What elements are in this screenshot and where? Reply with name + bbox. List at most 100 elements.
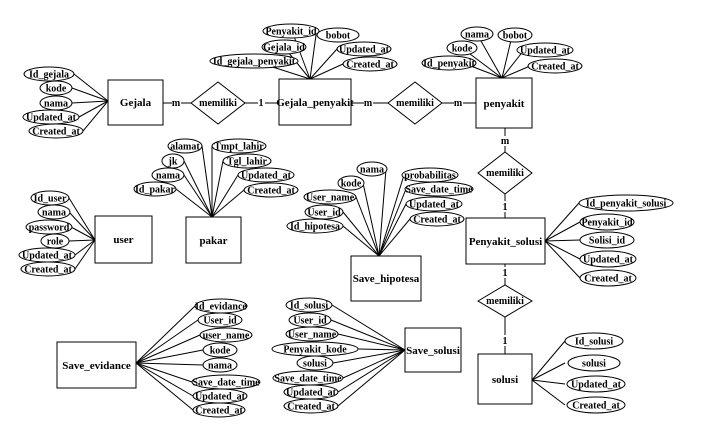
attribute-oval[interactable]: bobot [316,27,360,43]
attribute-oval[interactable]: solusi [296,355,334,371]
attribute-oval[interactable]: Tgl_lahir [222,153,272,169]
entity-save-hipotesa[interactable]: Save_hipotesa [350,255,422,302]
attribute-oval[interactable]: nama [356,161,388,177]
attribute-oval[interactable]: Updated_at [283,384,339,400]
attribute-oval[interactable]: Created_at [566,396,626,414]
attribute-label: Updated_at [195,392,246,403]
attribute-oval[interactable]: Created_at [243,182,299,198]
attribute-label: Id_gejala [29,70,69,81]
attribute-oval[interactable]: bobot [497,27,533,43]
attribute-label: user_name [203,331,250,342]
attribute-oval[interactable]: nama [39,95,73,111]
attribute-oval[interactable]: Created_at [409,211,465,227]
attribute-oval[interactable]: kode [446,40,478,56]
entity-penyakit-solusi[interactable]: Penyakit_solusi [465,217,546,265]
attribute-oval[interactable]: alamat [167,138,203,154]
attribute-oval[interactable]: Created_at [283,398,339,414]
attribute-oval[interactable]: Penyakit_id [579,213,635,231]
attribute-oval[interactable]: Id_penyakit [421,55,477,71]
attribute-oval[interactable]: Updated_at [579,250,637,268]
attribute-oval[interactable]: Save_date_time [404,181,474,197]
attribute-label: Penyakit_id [581,218,633,229]
attribute-oval[interactable]: Penyakit_id [262,23,320,39]
attribute-oval[interactable]: nama [460,26,494,42]
attribute-oval[interactable]: User_name [285,326,339,342]
attribute-label: Created_at [24,265,72,276]
attribute-oval[interactable]: Id_evidance [194,298,248,314]
relationship-penyakit-solusi-solusi[interactable]: memiliki [477,284,533,318]
attribute-oval[interactable]: nama [37,204,71,220]
relationship-label: memiliki [486,296,524,307]
attribute-oval[interactable]: solusi [567,354,621,372]
attribute-oval[interactable]: Created_at [527,58,583,74]
relationship-gejala-gejala-penyakit[interactable]: memiliki [190,81,246,125]
entity-gejala[interactable]: Gejala [107,79,164,126]
attribute-oval[interactable]: Save_date_time [191,374,261,390]
attribute-oval[interactable]: role [40,233,70,249]
attribute-oval[interactable]: Id_solusi [564,332,624,350]
attribute-label: Created_at [531,62,579,73]
attribute-oval[interactable]: Save_date_time [272,370,344,386]
attribute-oval[interactable]: Created_at [342,56,398,72]
attribute-oval[interactable]: Created_at [192,402,246,418]
attribute-oval[interactable]: User_id [197,312,243,328]
attribute-oval[interactable]: nama [151,167,185,183]
attribute-oval[interactable]: User_name [303,189,357,205]
attribute-oval[interactable]: Id_solusi [285,297,333,313]
relationship-label: memiliki [199,98,237,109]
attribute-oval[interactable]: Updated_at [22,109,80,125]
attribute-oval[interactable]: Id_hipotesa [286,218,344,234]
attribute-label: Id_penyakit [423,59,475,70]
attribute-oval[interactable]: kode [337,175,365,191]
attribute-oval[interactable]: Id_penyakit_solusi [578,194,674,212]
attributes-save-solusi: Id_solusi User_id User_name Penyakit_kod… [271,297,359,414]
attribute-oval[interactable]: User_id [288,312,332,328]
attribute-oval[interactable]: Updated_at [18,247,76,263]
attribute-oval[interactable]: probabilitas [401,167,459,183]
entity-solusi[interactable]: solusi [477,353,533,405]
entity-save-evidance[interactable]: Save_evidance [56,341,137,389]
attribute-oval[interactable]: User_id [304,204,344,220]
entity-save-hipotesa-label: Save_hipotesa [353,273,420,285]
attribute-oval[interactable]: Created_at [20,261,76,277]
relationship-penyakit-penyakit-solusi[interactable]: memiliki [477,151,533,195]
entity-save-solusi[interactable]: Save_solusi [404,327,462,373]
attribute-oval[interactable]: Penyakit_kode [271,341,359,357]
attribute-oval[interactable]: Created_at [579,269,637,287]
relationship-gejala-penyakit-penyakit[interactable]: memiliki [387,81,443,125]
attribute-oval[interactable]: password [25,219,73,235]
attribute-oval[interactable]: jk [161,153,185,169]
attribute-label: kode [46,84,67,95]
attribute-label: nama [465,30,489,41]
attribute-oval[interactable]: Id_gejala [23,66,75,82]
entity-penyakit[interactable]: penyakit [475,77,533,129]
entity-solusi-label: solusi [492,374,518,386]
attribute-oval[interactable]: Gejala_id [261,39,307,55]
attribute-label: solusi [303,359,327,370]
attribute-oval[interactable]: kode [39,80,73,96]
attribute-label: Penyakit_id [265,27,317,38]
attribute-oval[interactable]: Updated_at [336,41,392,57]
entity-gejala-penyakit[interactable]: Gejala_penyakit [276,78,354,126]
entity-pakar[interactable]: pakar [185,216,242,264]
attribute-oval[interactable]: Updated_at [566,375,626,393]
attribute-oval[interactable]: Id_user [30,190,70,206]
entity-save-solusi-label: Save_solusi [406,345,460,357]
attribute-oval[interactable]: Updated_at [237,167,295,183]
entity-user[interactable]: user [94,215,153,264]
attribute-oval[interactable]: kode [202,342,238,358]
attribute-oval[interactable]: Solisi_id [579,231,635,249]
attribute-oval[interactable]: Updated_at [516,42,574,58]
attribute-label: Updated_at [583,255,634,266]
entity-gejala-label: Gejala [120,97,152,109]
attribute-oval[interactable]: Tmpt_lahir [211,138,267,154]
attribute-oval[interactable]: Id_pakar [133,181,177,197]
attribute-oval[interactable]: user_name [199,327,253,343]
entity-save-evidance-label: Save_evidance [62,360,131,372]
attribute-oval[interactable]: Updated_at [405,196,463,212]
attribute-oval[interactable]: Created_at [28,123,84,139]
attribute-oval[interactable]: Updated_at [192,388,248,404]
attribute-oval[interactable]: Id_gejala_penyakit [209,53,299,69]
attribute-label: kode [210,346,231,357]
attribute-oval[interactable]: nama [202,357,238,373]
